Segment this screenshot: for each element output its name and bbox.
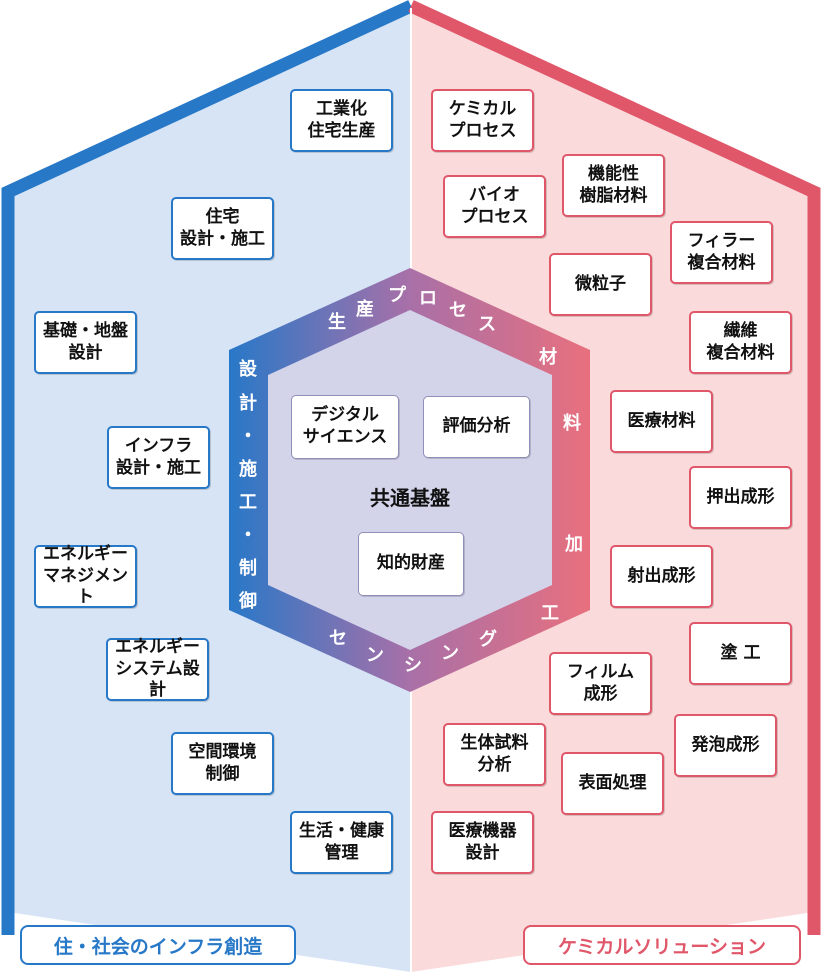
left-item-infra-design: インフラ 設計・施工 [107,426,210,489]
ring-char: セ [449,300,467,321]
left-item-housing-design: 住宅 設計・施工 [171,197,274,260]
right-item-chemical-process: ケミカル プロセス [431,89,534,152]
right-border [408,0,821,935]
ring-char: 産 [356,299,374,320]
right-item-injection: 射出成形 [610,545,713,608]
ring-char: 御 [239,591,257,612]
left-item-life-health: 生活・健康 管理 [290,811,393,874]
ring-char: 制 [239,558,257,579]
ring-char: セ [329,628,347,649]
left-item-energy-system: エネルギー システム設計 [106,637,209,701]
right-item-medical-material: 医療材料 [610,390,713,453]
right-item-microparticle: 微粒子 [549,253,652,316]
right-item-film: フィルム 成形 [549,652,652,715]
ring-char: 工 [239,492,257,513]
right-item-functional-resin: 機能性 樹脂材料 [562,154,665,217]
core-item-ip: 知的財産 [358,532,464,596]
ring-char: 料 [563,413,581,434]
ring-char: 設 [239,359,257,380]
ring-char: 材 [539,347,557,368]
left-item-energy-mgmt: エネルギー マネジメント [34,544,137,608]
ring-char: 施 [239,459,257,480]
right-item-surface: 表面処理 [561,752,664,815]
ring-char: グ [479,629,497,650]
ring-char: ・ [239,426,257,447]
left-region [8,6,411,972]
right-item-filler-composite: フィラー 複合材料 [670,221,773,284]
left-border [1,0,414,935]
right-item-bio-process: バイオ プロセス [443,175,546,238]
ring-char: プ [388,285,406,306]
core-item-digital-science: デジタル サイエンス [291,395,399,459]
right-item-medical-device: 医療機器 設計 [431,811,534,874]
ring-char: ン [366,645,384,666]
right-item-fiber-composite: 繊維 複合材料 [689,311,792,374]
ring-char: 工 [541,603,559,624]
right-item-coating: 塗 工 [689,622,792,685]
left-item-industrial-housing: 工業化 住宅生産 [290,89,393,152]
left-item-foundation: 基礎・地盤 設計 [34,311,137,374]
ring-char: ス [478,314,496,335]
core-item-evaluation: 評価分析 [423,396,530,458]
ring-char: 生 [328,312,346,333]
ring-char: ロ [419,288,437,309]
right-item-biosample: 生体試料 分析 [443,723,546,786]
ring-char: 加 [565,534,583,555]
ring-char: シ [404,655,422,676]
left-item-space-env: 空間環境 制御 [171,732,274,795]
section-label-left: 住・社会のインフラ創造 [20,925,296,965]
right-item-extrusion: 押出成形 [689,466,792,529]
core-hexagon [268,310,552,650]
ring-char: ン [441,643,459,664]
ring-char: 計 [239,393,257,414]
section-label-right: ケミカルソリューション [523,925,801,965]
center-label: 共通基盤 [370,486,450,510]
right-item-foam: 発泡成形 [674,714,777,777]
ring-char: ・ [239,525,257,546]
